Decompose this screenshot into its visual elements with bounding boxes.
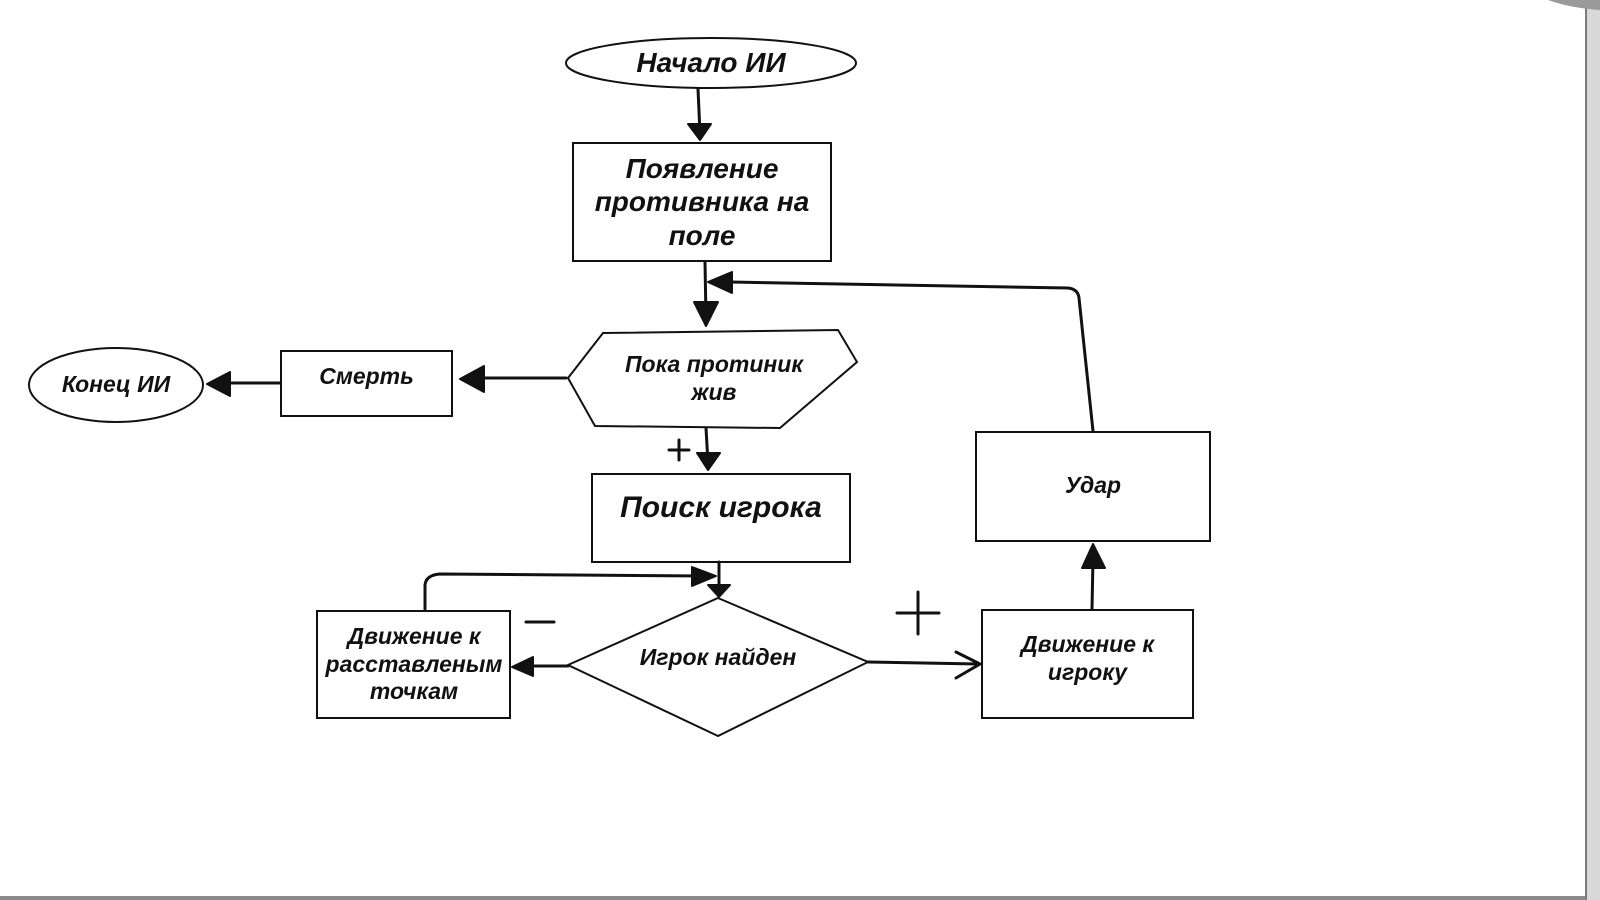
- hit-node-label: Удар: [1064, 472, 1122, 499]
- search-node-shape: [591, 473, 851, 563]
- arrow-loop-to-search: [696, 426, 721, 471]
- loop-node-label: Пока протиник жив: [625, 351, 803, 405]
- spawn-node-shape: [572, 142, 832, 262]
- bottom-edge: [0, 896, 1600, 900]
- start-node-label: Начало ИИ: [636, 47, 786, 79]
- arrow-death-to-end: [206, 371, 282, 397]
- start-node-shape: [565, 37, 857, 89]
- arrow-patrol-to-found: [423, 566, 717, 611]
- arrow-start-to-spawn: [687, 87, 712, 141]
- hit-node-shape: [975, 431, 1211, 542]
- arrow-loop-to-death: [459, 365, 568, 393]
- right-edge: [1585, 0, 1600, 900]
- arrow-found-to-patrol: [511, 656, 570, 677]
- arrow-hit-to-loop: [707, 271, 1095, 433]
- chase-node-shape: [981, 609, 1194, 719]
- chase-node-label: Движение к игроку: [1020, 631, 1155, 685]
- found-node-shape: [565, 596, 871, 738]
- spawn-node-label: Появление противника на поле: [594, 152, 810, 251]
- loop-node-shape: [566, 328, 859, 430]
- corner-curl: [1548, 0, 1600, 10]
- found-yes-sign: [895, 590, 941, 636]
- arrow-search-to-found: [707, 560, 731, 598]
- arrow-found-to-chase: [866, 650, 984, 680]
- arrow-spawn-to-loop: [693, 260, 719, 327]
- patrol-node-label: Движение к расставленым точкам: [325, 623, 503, 705]
- death-node-label: Смерть: [319, 363, 414, 390]
- arrow-chase-to-hit: [1081, 543, 1106, 611]
- death-node-shape: [280, 350, 453, 417]
- patrol-node-shape: [316, 610, 511, 719]
- found-node-label: Игрок найден: [639, 644, 797, 671]
- search-node-label: Поиск игрока: [620, 491, 822, 524]
- end-node-label: Конец ИИ: [61, 371, 171, 398]
- end-node-shape: [28, 347, 204, 423]
- loop-yes-sign: [667, 438, 691, 462]
